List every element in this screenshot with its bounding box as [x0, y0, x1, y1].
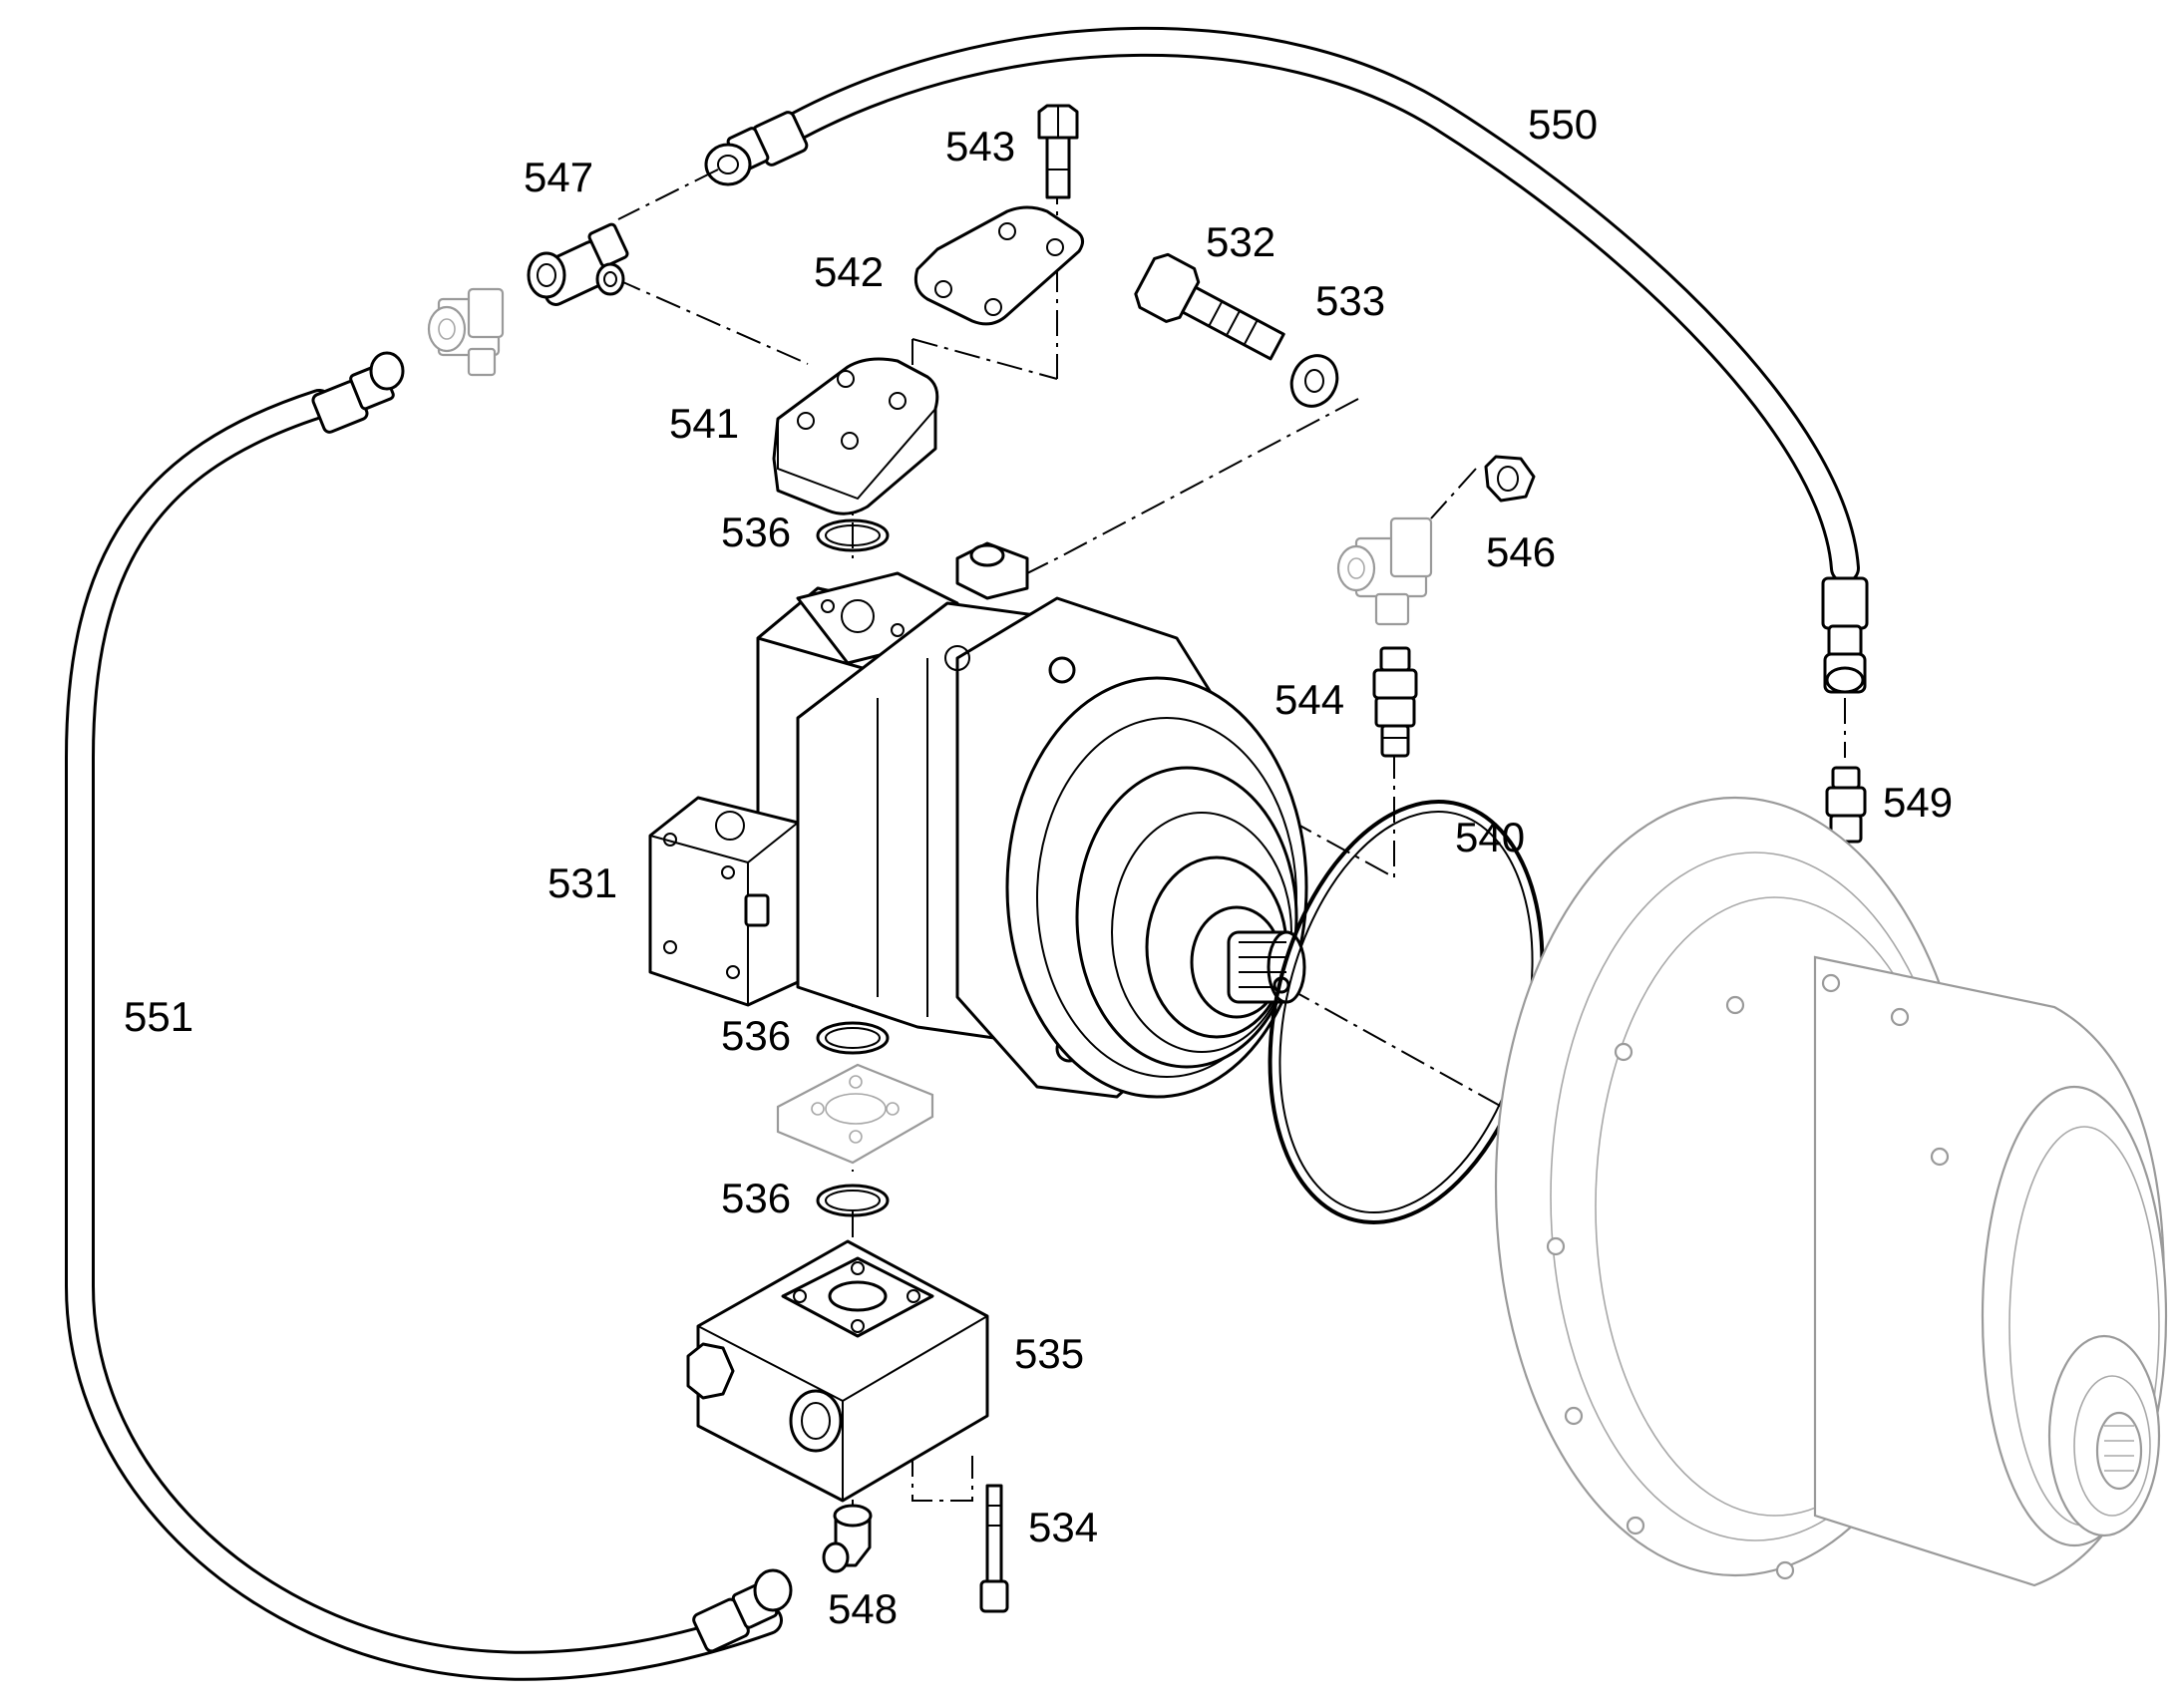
nut-546[interactable] [1484, 455, 1536, 503]
label-533: 533 [1315, 277, 1385, 324]
flange-plate-542[interactable] [913, 205, 1084, 326]
o-ring-536-top[interactable] [816, 518, 890, 552]
label-536-mid: 536 [721, 1012, 791, 1059]
label-544: 544 [1274, 676, 1344, 723]
valve-block-535[interactable] [686, 1239, 989, 1503]
label-543: 543 [945, 123, 1015, 170]
washer-533[interactable] [1283, 348, 1345, 414]
o-ring-536-mid[interactable] [816, 1021, 890, 1055]
gearbox-ghost [1494, 796, 2168, 1587]
elbow-fitting-ghost-right [1336, 516, 1433, 626]
label-551: 551 [124, 993, 193, 1040]
label-536-top: 536 [721, 509, 791, 555]
label-534: 534 [1028, 1504, 1098, 1550]
label-540: 540 [1455, 814, 1525, 860]
bolt-543[interactable] [1037, 104, 1079, 199]
label-546: 546 [1486, 528, 1556, 575]
label-550: 550 [1528, 101, 1598, 148]
hydraulic-motor-531[interactable] [648, 541, 1308, 1099]
hose-550[interactable] [704, 26, 1869, 694]
part-labels: 547 543 550 542 532 533 541 536 546 544 … [124, 101, 1953, 1632]
label-532: 532 [1206, 218, 1275, 265]
label-531: 531 [547, 859, 617, 906]
hose-551[interactable] [65, 351, 793, 1681]
label-535: 535 [1014, 1330, 1084, 1377]
bolt-532[interactable] [1131, 250, 1291, 373]
adapter-544[interactable] [1372, 646, 1418, 758]
adapter-549[interactable] [1825, 766, 1867, 844]
label-542: 542 [814, 248, 884, 295]
label-549: 549 [1883, 779, 1953, 826]
label-536-low: 536 [721, 1175, 791, 1221]
gasket-plate-ghost [776, 1063, 934, 1165]
cover-block-541[interactable] [772, 357, 939, 515]
tee-fitting-547[interactable] [527, 222, 629, 308]
o-ring-536-low[interactable] [816, 1184, 890, 1217]
screw-534[interactable] [979, 1484, 1009, 1613]
label-548: 548 [828, 1585, 898, 1632]
elbow-fitting-548[interactable] [822, 1504, 873, 1573]
elbow-fitting-ghost [427, 287, 505, 377]
label-547: 547 [524, 154, 593, 200]
label-541: 541 [669, 400, 739, 447]
